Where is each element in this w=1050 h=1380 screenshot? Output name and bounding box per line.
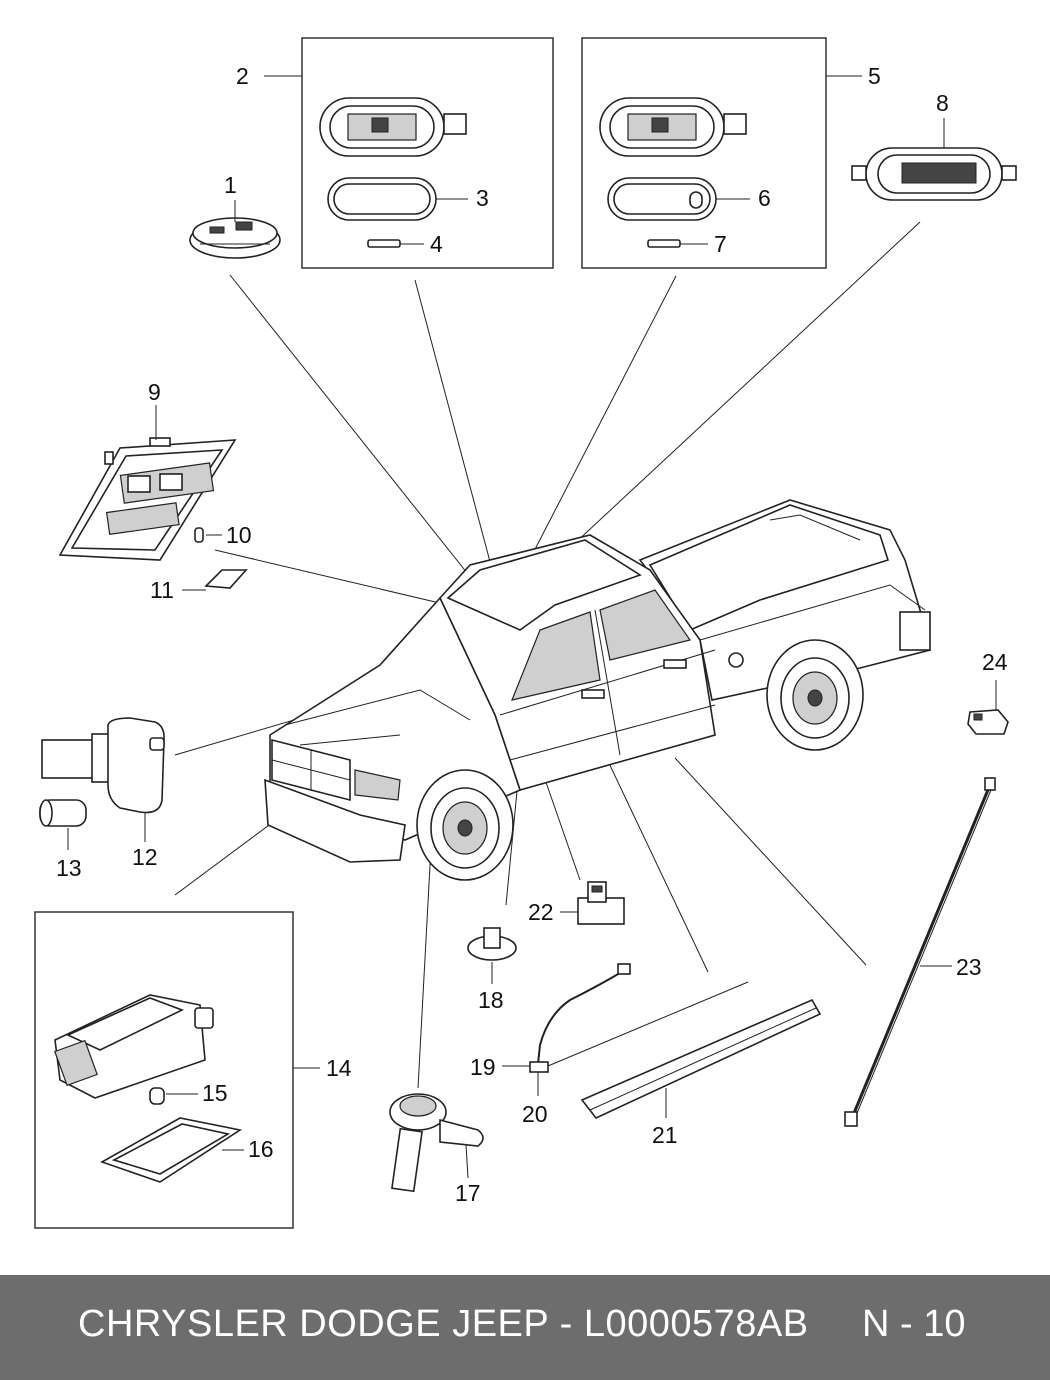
part-2-lamp-assembly (264, 75, 467, 157)
part-5-lamp-assembly (599, 75, 862, 157)
callout-8: 8 (936, 90, 949, 116)
part-1-dome-lamp (189, 200, 281, 259)
callout-22: 22 (528, 899, 554, 925)
callout-15: 15 (202, 1080, 228, 1106)
callout-5: 5 (868, 63, 881, 89)
callout-4: 4 (430, 231, 443, 257)
callout-12: 12 (132, 844, 158, 870)
part-10-bulb (194, 527, 222, 543)
group-box-2 (301, 37, 554, 269)
callout-13: 13 (56, 855, 82, 881)
part-14-lamp (54, 994, 320, 1099)
callout-21: 21 (652, 1122, 678, 1148)
callout-6: 6 (758, 185, 771, 211)
part-8-cargo-lamp (851, 118, 1017, 201)
part-22-connector (560, 881, 625, 925)
part-23-cable (844, 777, 996, 1127)
callout-16: 16 (248, 1136, 274, 1162)
callout-17: 17 (455, 1180, 481, 1206)
part-11-lens (182, 569, 248, 591)
parts-diagram: 1 2 3 4 5 6 7 (34, 37, 1017, 1229)
part-16-lens (100, 1117, 244, 1183)
callout-10: 10 (226, 522, 252, 548)
part-21-light-strip (580, 998, 822, 1119)
part-6-lens (607, 177, 750, 221)
callout-24: 24 (982, 649, 1008, 675)
footer-title: CHRYSLER DODGE JEEP - L0000578AB (78, 1303, 809, 1345)
callout-1: 1 (224, 172, 237, 198)
callout-7: 7 (714, 231, 727, 257)
callout-19: 19 (470, 1054, 496, 1080)
callout-18: 18 (478, 987, 504, 1013)
footer-bar: CHRYSLER DODGE JEEP - L0000578AB N - 10 (0, 1275, 1050, 1380)
footer-page-number: N - 10 (862, 1303, 966, 1345)
callout-23: 23 (956, 954, 982, 980)
callout-3: 3 (476, 185, 489, 211)
part-19-harness (502, 963, 749, 1073)
callout-11: 11 (150, 577, 174, 603)
part-18-clip (467, 927, 517, 984)
group-box-14 (34, 911, 294, 1229)
part-13-bulb (39, 799, 87, 850)
group-box-5 (581, 37, 827, 269)
pickup-truck-illustration (264, 499, 931, 881)
part-15-bulb (149, 1087, 198, 1105)
part-7-bulb (647, 239, 708, 248)
part-9-overhead-console (58, 405, 237, 561)
part-3-lens (327, 177, 468, 221)
callout-14: 14 (326, 1055, 352, 1081)
callout-9: 9 (148, 379, 161, 405)
part-17-sensor (389, 1093, 484, 1193)
part-12-lamp (41, 717, 165, 842)
callout-20: 20 (522, 1101, 548, 1127)
callout-2: 2 (236, 63, 249, 89)
part-24-lamp (967, 680, 1009, 735)
part-4-bulb (367, 239, 424, 248)
